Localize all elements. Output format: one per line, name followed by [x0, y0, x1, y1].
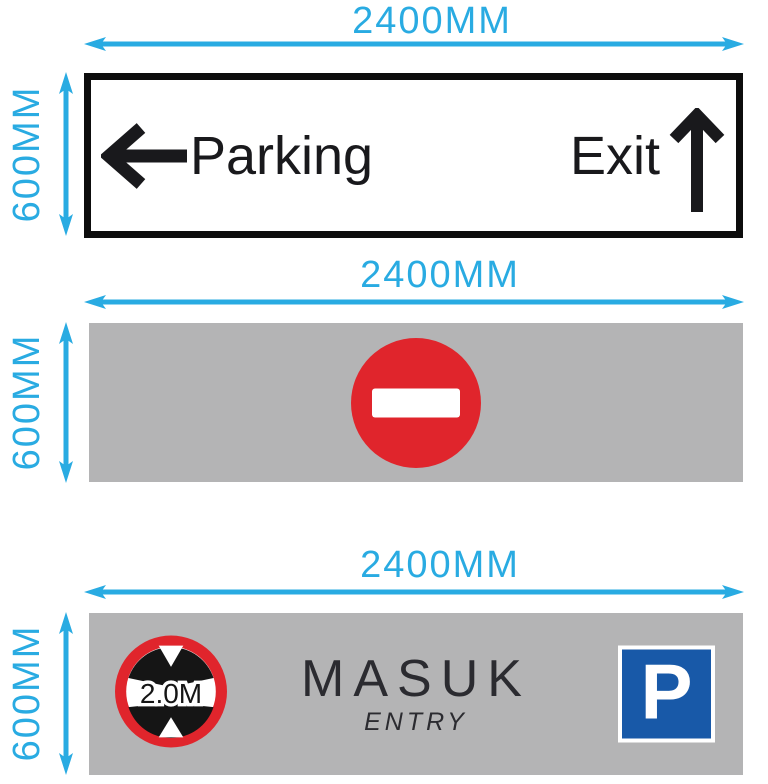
clearance-value-label: 2.0M — [140, 678, 202, 709]
parking-symbol-icon: P — [618, 645, 715, 743]
height-limit-sign: 2.0M — [115, 635, 227, 753]
directional-sign-panel: Parking Exit — [84, 73, 743, 238]
masuk-label: MASUK — [301, 650, 531, 708]
entrance-sign-panel: 2.0M MASUK ENTRY P — [89, 613, 743, 775]
height-dimension-label: 600MM — [6, 333, 48, 471]
height-limit-icon: 2.0M — [115, 635, 227, 748]
exit-label: Exit — [569, 125, 660, 186]
horizontal-dimension-arrow — [84, 295, 744, 309]
height-dimension-label: 600MM — [6, 85, 48, 223]
horizontal-dimension-arrow — [84, 585, 744, 599]
width-dimension-label: 2400MM — [360, 544, 520, 586]
parking-symbol-field: P — [622, 647, 711, 739]
parking-symbol-letter: P — [640, 647, 693, 735]
left-arrow-icon — [101, 122, 187, 189]
width-dimension-label: 2400MM — [352, 0, 512, 42]
exit-direction-group: Exit — [569, 102, 726, 212]
up-arrow-icon — [669, 107, 725, 212]
height-dimension-label: 600MM — [6, 624, 48, 762]
no-entry-sign-panel — [89, 323, 743, 482]
parking-direction-group: Parking — [101, 120, 373, 192]
entry-label: ENTRY — [364, 708, 468, 736]
width-dimension-label: 2400MM — [360, 254, 520, 296]
horizontal-dimension-arrow — [84, 37, 744, 51]
parking-label: Parking — [190, 125, 374, 186]
vertical-dimension-arrow — [59, 322, 73, 483]
vertical-dimension-arrow — [59, 612, 73, 775]
no-entry-icon — [351, 337, 481, 468]
entrance-text-group: MASUK ENTRY — [301, 652, 531, 736]
vertical-dimension-arrow — [59, 72, 73, 236]
